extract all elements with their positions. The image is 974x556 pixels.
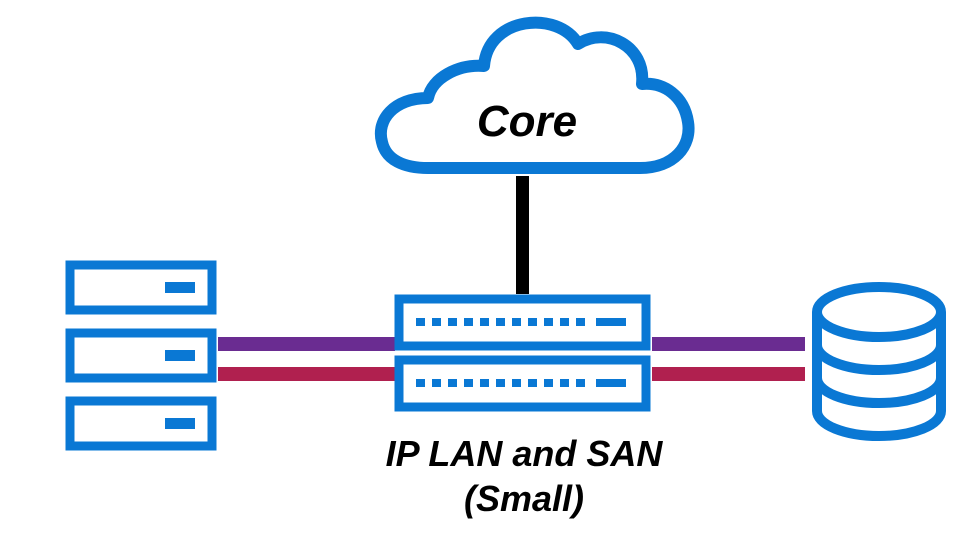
cloud-label: Core	[477, 97, 577, 146]
core-uplink	[516, 176, 529, 294]
server-unit	[65, 260, 217, 315]
server-unit	[65, 396, 217, 451]
lan-link-right	[652, 337, 805, 351]
switch-unit-lower	[394, 355, 651, 412]
san-link-left	[218, 367, 395, 381]
lan-link-left	[218, 337, 395, 351]
database-icon	[812, 282, 946, 441]
switch-caption-line1: IP LAN and SAN	[386, 433, 664, 474]
network-switch-icon	[394, 294, 651, 412]
switch-caption-line2: (Small)	[464, 478, 584, 519]
cloud-icon	[374, 16, 695, 174]
switch-unit-upper	[394, 294, 651, 351]
server-unit	[65, 328, 217, 383]
server-rack-icon	[65, 260, 217, 451]
san-link-right	[652, 367, 805, 381]
